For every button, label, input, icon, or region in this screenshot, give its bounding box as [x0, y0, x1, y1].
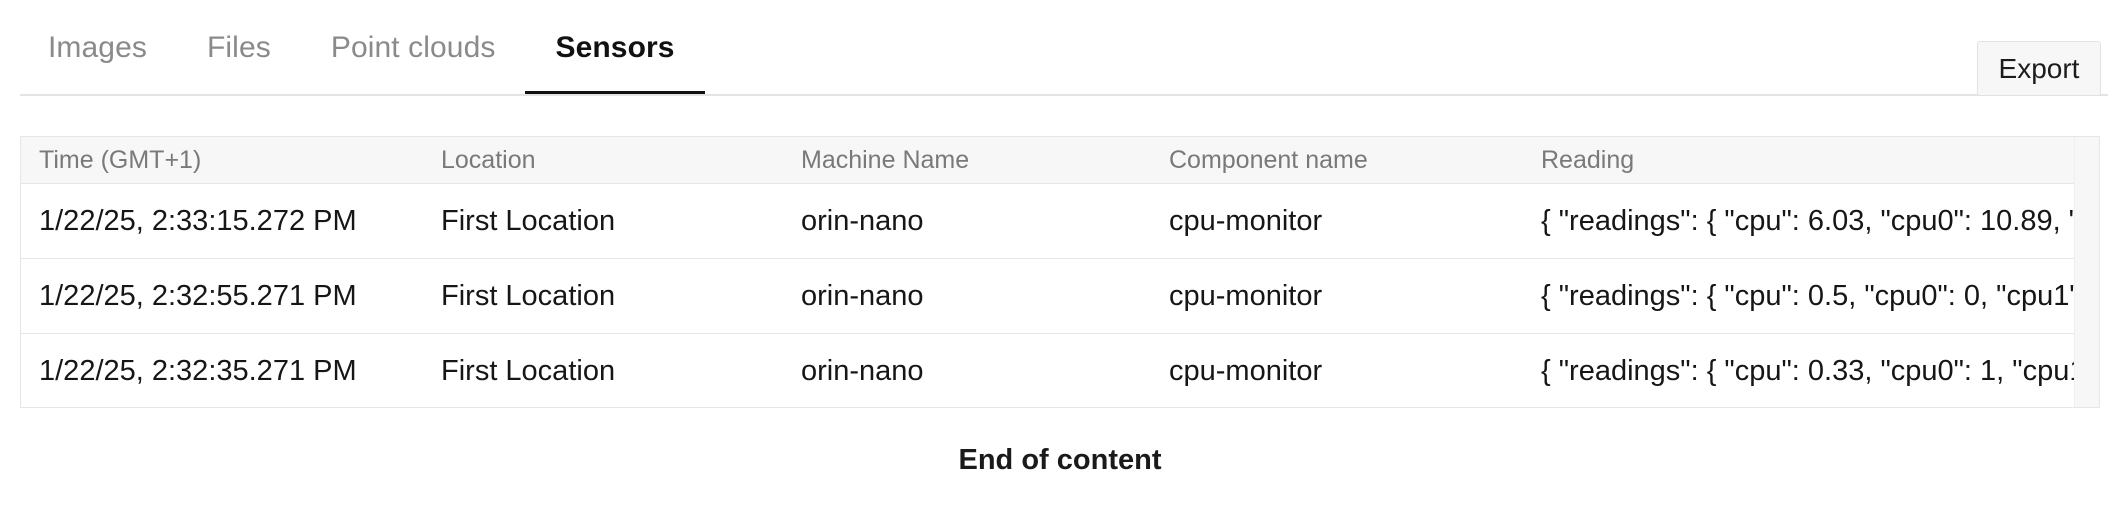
cell-time: 1/22/25, 2:32:55.271 PM	[21, 258, 423, 334]
export-button[interactable]: Export	[1977, 41, 2101, 96]
sensors-table: Time (GMT+1) Location Machine Name Compo…	[21, 137, 2074, 407]
cell-time-value: 1/22/25, 2:32:55.271 PM	[39, 279, 357, 312]
table-row[interactable]: 1/22/25, 2:32:35.271 PM First Location o…	[21, 333, 2074, 407]
cell-location-value: First Location	[441, 204, 616, 237]
cell-machine-value: orin-nano	[801, 204, 924, 237]
cell-component-value: cpu-monitor	[1169, 279, 1323, 312]
tab-files[interactable]: Files	[177, 0, 301, 96]
cell-time: 1/22/25, 2:33:15.272 PM	[21, 183, 423, 259]
cell-machine: orin-nano	[783, 183, 1151, 259]
cell-time: 1/22/25, 2:32:35.271 PM	[21, 333, 423, 407]
cell-component: cpu-monitor	[1151, 258, 1523, 334]
vertical-scrollbar[interactable]	[2074, 137, 2099, 407]
cell-reading: { "readings": { "cpu": 0.33, "cpu0": 1, …	[1523, 333, 2074, 407]
cell-reading-value: { "readings": { "cpu": 6.03, "cpu0": 10.…	[1541, 204, 2074, 237]
column-header-component-name-label: Component name	[1169, 145, 1368, 174]
cell-machine-value: orin-nano	[801, 279, 924, 312]
tab-bar-underline	[20, 94, 2108, 96]
cell-location-value: First Location	[441, 354, 616, 387]
table-row[interactable]: 1/22/25, 2:32:55.271 PM First Location o…	[21, 258, 2074, 334]
column-header-machine-name[interactable]: Machine Name	[783, 137, 1151, 184]
cell-location: First Location	[423, 333, 783, 407]
sensors-table-container: Time (GMT+1) Location Machine Name Compo…	[20, 136, 2100, 408]
cell-component: cpu-monitor	[1151, 333, 1523, 407]
cell-reading: { "readings": { "cpu": 0.5, "cpu0": 0, "…	[1523, 258, 2074, 334]
tab-images[interactable]: Images	[48, 0, 177, 96]
column-header-location[interactable]: Location	[423, 137, 783, 184]
table-header-row: Time (GMT+1) Location Machine Name Compo…	[21, 137, 2074, 184]
column-header-component-name[interactable]: Component name	[1151, 137, 1523, 184]
column-header-machine-name-label: Machine Name	[801, 145, 970, 174]
tab-sensors[interactable]: Sensors	[525, 0, 705, 96]
tab-sensors-label: Sensors	[555, 31, 675, 64]
table-body: 1/22/25, 2:33:15.272 PM First Location o…	[21, 183, 2074, 407]
tab-list: Images Files Point clouds Sensors	[48, 0, 705, 96]
column-header-reading-label: Reading	[1541, 145, 1635, 174]
cell-reading-value: { "readings": { "cpu": 0.5, "cpu0": 0, "…	[1541, 279, 2074, 312]
tab-files-label: Files	[206, 31, 271, 64]
cell-location: First Location	[423, 183, 783, 259]
cell-component-value: cpu-monitor	[1169, 354, 1323, 387]
cell-component: cpu-monitor	[1151, 183, 1523, 259]
tab-bar: Images Files Point clouds Sensors	[0, 0, 2128, 98]
cell-reading: { "readings": { "cpu": 6.03, "cpu0": 10.…	[1523, 183, 2074, 259]
cell-machine: orin-nano	[783, 333, 1151, 407]
column-header-time[interactable]: Time (GMT+1)	[21, 137, 423, 184]
column-header-reading[interactable]: Reading	[1523, 137, 2074, 184]
table-row[interactable]: 1/22/25, 2:33:15.272 PM First Location o…	[21, 183, 2074, 259]
column-header-location-label: Location	[441, 145, 536, 174]
cell-location: First Location	[423, 258, 783, 334]
cell-time-value: 1/22/25, 2:33:15.272 PM	[39, 204, 357, 237]
tab-point-clouds-label: Point clouds	[330, 31, 496, 64]
cell-machine: orin-nano	[783, 258, 1151, 334]
sensors-table-viewport: Time (GMT+1) Location Machine Name Compo…	[21, 137, 2074, 407]
cell-machine-value: orin-nano	[801, 354, 924, 387]
tab-point-clouds[interactable]: Point clouds	[301, 0, 526, 96]
table-header: Time (GMT+1) Location Machine Name Compo…	[21, 137, 2074, 184]
column-header-time-label: Time (GMT+1)	[39, 145, 202, 174]
cell-reading-value: { "readings": { "cpu": 0.33, "cpu0": 1, …	[1541, 354, 2074, 387]
tab-images-label: Images	[48, 31, 147, 64]
cell-time-value: 1/22/25, 2:32:35.271 PM	[39, 354, 357, 387]
cell-location-value: First Location	[441, 279, 616, 312]
end-of-content-label: End of content	[958, 444, 1162, 476]
cell-component-value: cpu-monitor	[1169, 204, 1323, 237]
